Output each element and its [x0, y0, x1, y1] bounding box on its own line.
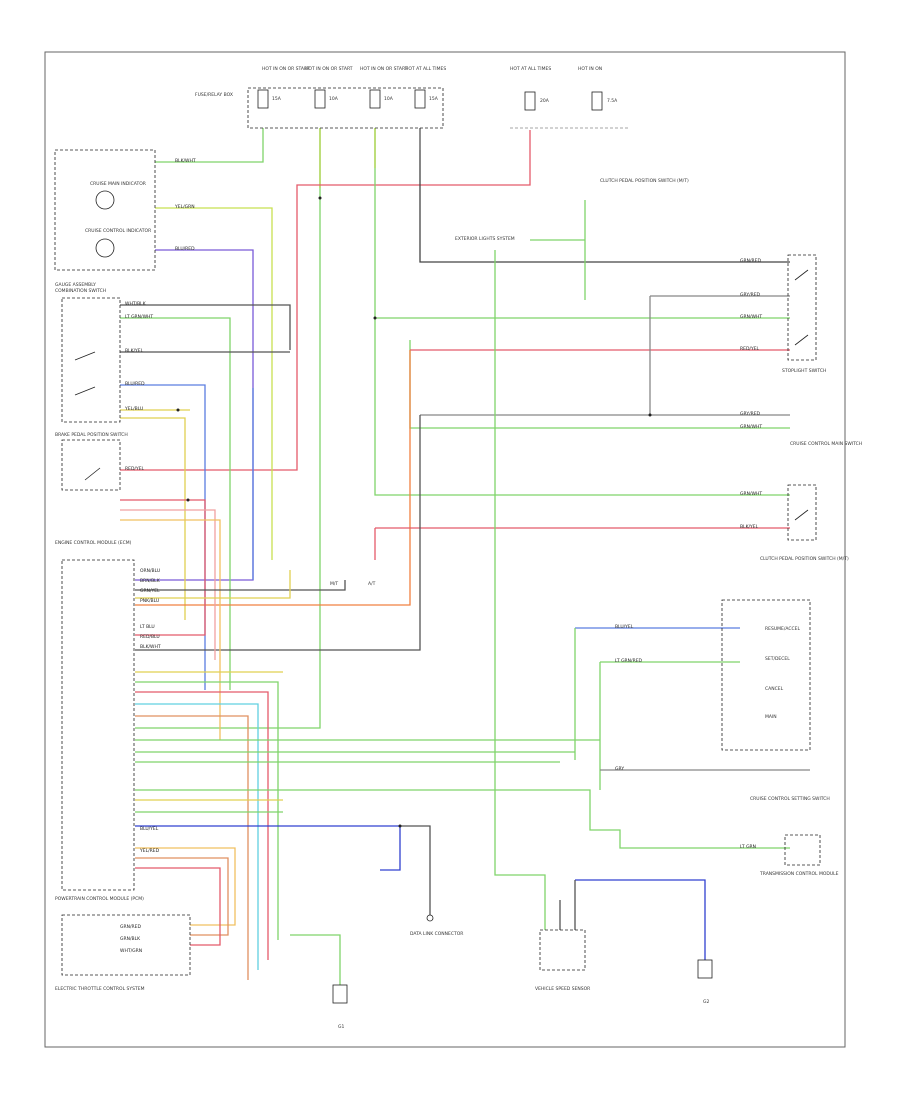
wire-labels: BLK/WHT YEL/GRN BLU/RED WHT/BLK LT GRN/W… — [120, 158, 762, 954]
wire-label: BRN/BLK — [140, 578, 161, 584]
data-link-connector: DATA LINK CONNECTOR — [410, 914, 463, 937]
pcm-label: POWERTRAIN CONTROL MODULE (PCM) — [55, 896, 144, 902]
exterior-lights-label: EXTERIOR LIGHTS SYSTEM — [455, 236, 515, 242]
fuse-4: HOT AT ALL TIMES 15A — [405, 66, 446, 109]
fuse-1: HOT IN ON OR START 15A — [257, 66, 310, 109]
wire-label: GRN/RED — [740, 258, 761, 264]
wire-label: BLK/WHT — [140, 644, 161, 650]
cancel-label: CANCEL — [765, 686, 784, 692]
clutch-switch: CLUTCH PEDAL POSITION SWITCH (M/T) — [760, 484, 849, 562]
wire-label: GRN/YEL — [140, 588, 160, 594]
wire-label: GRN/RED — [120, 924, 141, 930]
fuse-5: HOT AT ALL TIMES 20A — [510, 66, 551, 111]
cruise-setting-switch-label: CRUISE CONTROL SETTING SWITCH — [750, 796, 830, 802]
brake-pedal-switch-label: BRAKE PEDAL POSITION SWITCH — [55, 432, 128, 438]
wire-label: GRY/RED — [740, 411, 761, 417]
resume-label: RESUME/ACCEL — [765, 626, 800, 632]
vehicle-speed-sensor: VEHICLE SPEED SENSOR — [535, 929, 590, 992]
electric-throttle: ELECTRIC THROTTLE CONTROL SYSTEM — [55, 914, 191, 992]
wire-label: GRN/WHT — [740, 424, 762, 430]
at-label-1: A/T — [368, 581, 376, 587]
wire-label: YEL/GRN — [174, 204, 195, 210]
cruise-main-switch: CRUISE CONTROL MAIN SWITCH — [790, 441, 862, 447]
wire-label: LT GRN/WHT — [125, 314, 153, 320]
fuse-3-label: HOT IN ON OR START — [360, 66, 408, 72]
fuse-2: HOT IN ON OR START 10A — [305, 66, 353, 109]
cruise-setting-switch: RESUME/ACCEL SET/DECEL CANCEL MAIN CRUIS… — [721, 599, 830, 802]
wire-label: YEL/BLU — [124, 406, 143, 412]
main-label: MAIN — [765, 714, 777, 720]
clutch-switch-label: CLUTCH PEDAL POSITION SWITCH (M/T) — [760, 556, 849, 562]
wire-label: BLU/YEL — [615, 624, 634, 630]
wire-label: RED/BLU — [140, 634, 160, 640]
wire-label: BLK/YEL — [125, 348, 144, 354]
wire-label: LT GRN/RED — [615, 658, 643, 664]
fuse-1-label: HOT IN ON OR START — [262, 66, 310, 72]
wire-label: BLU/YEL — [140, 826, 159, 832]
fuse-6-label: HOT IN ON — [578, 66, 602, 72]
set-decel-label: SET/DECEL — [765, 656, 790, 662]
ground-g1: G1 — [332, 984, 348, 1030]
cruise-main-switch-label: CRUISE CONTROL MAIN SWITCH — [790, 441, 862, 447]
cruise-indicator-label: CRUISE CONTROL INDICATOR — [85, 228, 151, 234]
wire-label: WHT/GRN — [120, 948, 142, 954]
wire-label: BLU/RED — [125, 381, 145, 387]
cruise-main-indicator-label: CRUISE MAIN INDICATOR — [90, 181, 146, 187]
wire-label: WHT/BLK — [125, 301, 147, 307]
wire-label: GRN/WHT — [740, 491, 762, 497]
fuse-5-label: HOT AT ALL TIMES — [510, 66, 551, 72]
cruise-indicator-icon — [95, 238, 115, 258]
wire-label: RED/YEL — [125, 466, 145, 472]
gauge-assembly-label: GAUGE ASSEMBLY — [55, 282, 96, 288]
fuse-3-size: 10A — [384, 96, 394, 102]
mt-label-1: M/T — [330, 581, 338, 587]
stop-light-switch-label: STOPLIGHT SWITCH — [782, 368, 826, 374]
fuse-4-size: 15A — [429, 96, 439, 102]
fuse-6-size: 7.5A — [607, 98, 618, 104]
wire-label: GRN/WHT — [740, 314, 762, 320]
fuse-box-label: FUSE/RELAY BOX — [195, 92, 233, 98]
wire-label: ORN/BLU — [140, 568, 160, 574]
ground-g2: G2 — [697, 959, 713, 1005]
fuse-2-size: 10A — [329, 96, 339, 102]
wire-label: BLK/YEL — [740, 524, 759, 530]
wires — [120, 128, 810, 985]
wire-label: GRN/BLK — [120, 936, 141, 942]
fuse-5-size: 20A — [540, 98, 550, 104]
ecm-label: ENGINE CONTROL MODULE (ECM) — [55, 540, 132, 546]
fuse-1-size: 15A — [272, 96, 282, 102]
clutch-switch-top-label: CLUTCH PEDAL POSITION SWITCH (M/T) — [600, 178, 689, 184]
fuse-3: HOT IN ON OR START 10A — [360, 66, 408, 109]
gauge-assembly: CRUISE MAIN INDICATOR CRUISE CONTROL IND… — [54, 149, 156, 288]
fuse-6: HOT IN ON 7.5A — [578, 66, 618, 111]
wire-label: GRY/RED — [740, 292, 761, 298]
wire-label: YEL/RED — [139, 848, 160, 854]
wire-label: PNK/BLU — [140, 598, 159, 604]
fuse-4-label: HOT AT ALL TIMES — [405, 66, 446, 72]
wire-label: RED/YEL — [740, 346, 760, 352]
vss-label: VEHICLE SPEED SENSOR — [535, 986, 590, 992]
wire-label: LT BLU — [140, 624, 155, 630]
wire-label: LT GRN — [740, 844, 756, 850]
brake-pedal-switch: BRAKE PEDAL POSITION SWITCH — [55, 432, 128, 491]
ground-g2-label: G2 — [703, 999, 709, 1005]
tcm: TRANSMISSION CONTROL MODULE — [759, 834, 839, 877]
fuse-2-label: HOT IN ON OR START — [305, 66, 353, 72]
combination-switch-label: COMBINATION SWITCH — [55, 288, 106, 294]
wire-label: BLU/RED — [175, 246, 195, 252]
diagram-frame — [44, 51, 846, 1048]
junction-dots — [176, 196, 652, 828]
cruise-main-indicator-icon — [95, 190, 115, 210]
ecm-pcm: ENGINE CONTROL MODULE (ECM) POWERTRAIN C… — [55, 540, 144, 902]
fuse-box: HOT IN ON OR START 15A HOT IN ON OR STAR… — [195, 66, 446, 129]
wire-label: GRY — [615, 766, 624, 772]
throttle-label: ELECTRIC THROTTLE CONTROL SYSTEM — [55, 986, 145, 992]
tcm-label: TRANSMISSION CONTROL MODULE — [759, 871, 839, 877]
ground-g1-label: G1 — [338, 1024, 344, 1030]
data-link-label: DATA LINK CONNECTOR — [410, 931, 463, 937]
combination-switch — [61, 297, 121, 423]
wire-label: BLK/WHT — [175, 158, 196, 164]
stop-light-switch: STOPLIGHT SWITCH — [782, 254, 826, 374]
